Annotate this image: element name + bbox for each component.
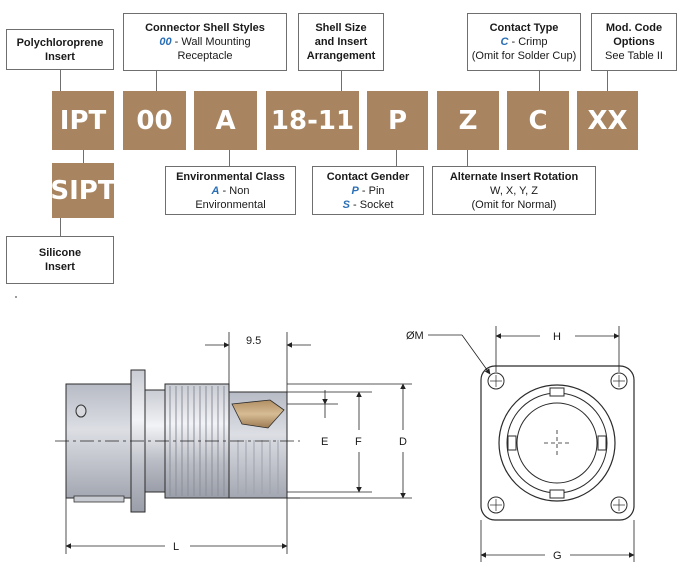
rotation-title: Alternate Insert Rotation (449, 170, 579, 183)
polychloroprene-line1: Polychloroprene (16, 36, 104, 49)
screw-head (75, 404, 87, 418)
dim-g: G (553, 550, 562, 562)
gender-socket: S - Socket (343, 198, 394, 212)
side-dimensions (65, 332, 412, 554)
silicone-line1: Silicone (38, 247, 82, 259)
dim-e: E (321, 436, 328, 448)
mod-code-line1: Mod. Code (605, 22, 663, 34)
environmental-desc2: Environmental (195, 198, 266, 211)
shell-styles-desc: 00 - Wall Mounting (159, 35, 250, 49)
silicone-label: Silicone Insert (6, 236, 114, 284)
front-view (480, 365, 635, 521)
mod-code-line2: Options (613, 36, 655, 48)
dim-f: F (355, 436, 362, 448)
connector-line (341, 70, 342, 91)
environmental-desc1: - Non (219, 184, 250, 197)
shell-size-line1: Shell Size (315, 22, 367, 34)
contact-type-desc-text: - Crimp (508, 36, 548, 48)
gender-desc-p: - Pin (358, 184, 385, 197)
connector-line (83, 150, 84, 163)
gender-label: Contact Gender P - Pin S - Socket (312, 166, 424, 215)
code-contact-type: C (507, 91, 569, 150)
contact-type-title: Contact Type (489, 22, 559, 34)
connector-line (539, 70, 540, 91)
gender-key-s: S (342, 198, 350, 211)
gender-pin: P - Pin (351, 184, 384, 198)
connector-line (60, 218, 61, 236)
connector-line (156, 70, 157, 91)
rear-body (65, 383, 141, 499)
code-size-arrangement: 18-11 (266, 91, 359, 150)
shell-styles-key: 00 (159, 36, 172, 48)
code-rotation: Z (437, 91, 499, 150)
rotation-values: W, X, Y, Z (490, 184, 538, 197)
contact-type-note: (Omit for Solder Cup) (471, 50, 577, 62)
code-mod: XX (577, 91, 638, 150)
code-shell-style: 00 (123, 91, 186, 150)
hole-crosshairs (490, 375, 625, 511)
code-ipt: IPT (52, 91, 114, 150)
bayonet-lugs (507, 387, 607, 499)
rear-tab (73, 495, 125, 503)
environmental-desc: A - Non (212, 184, 250, 198)
contact-type-key: C (500, 36, 509, 48)
separator-dot (15, 296, 17, 298)
connector-line (60, 70, 61, 91)
contact-type-label: Contact Type C - Crimp (Omit for Solder … (467, 13, 581, 71)
insert-circle (516, 402, 598, 484)
dim-h: H (553, 331, 561, 343)
code-sipt: SIPT (50, 163, 116, 218)
dim-m: ØM (406, 330, 424, 342)
shell-size-line3: Arrangement (306, 50, 376, 62)
contact-type-desc: C - Crimp (500, 35, 547, 49)
connector-line (229, 150, 230, 166)
bayonet-slot (231, 399, 285, 429)
shell-styles-label: Connector Shell Styles 00 - Wall Mountin… (123, 13, 287, 71)
shell-styles-desc2: Receptacle (177, 50, 233, 62)
polychloroprene-label: Polychloroprene Insert (6, 29, 114, 70)
dim-9-5: 9.5 (246, 335, 261, 347)
environmental-label: Environmental Class A - Non Environmenta… (165, 166, 296, 215)
shell-styles-title: Connector Shell Styles (145, 22, 265, 34)
gender-title: Contact Gender (326, 170, 410, 183)
code-environmental: A (194, 91, 257, 150)
connector-line (467, 150, 468, 166)
shell-size-line2: and Insert (314, 36, 368, 48)
front-dimensions (428, 326, 635, 562)
shell-size-label: Shell Size and Insert Arrangement (298, 13, 384, 71)
gender-key-p: P (351, 184, 359, 197)
mod-code-line3: See Table II (605, 50, 663, 62)
shell-styles-desc1: - Wall Mounting (171, 36, 251, 48)
dim-l: L (173, 541, 179, 553)
side-view (55, 369, 300, 513)
front-center-marks (544, 430, 570, 456)
code-gender: P (367, 91, 428, 150)
environmental-title: Environmental Class (176, 170, 285, 183)
rotation-label: Alternate Insert Rotation W, X, Y, Z (Om… (432, 166, 596, 215)
front-shell-lines (237, 440, 279, 494)
environmental-key: A (211, 184, 220, 197)
dim-d: D (399, 436, 407, 448)
silicone-line2: Insert (45, 261, 75, 273)
mod-code-label: Mod. Code Options See Table II (591, 13, 677, 71)
polychloroprene-line2: Insert (45, 50, 75, 63)
connector-line (396, 150, 397, 166)
rotation-note: (Omit for Normal) (471, 198, 557, 211)
connector-line (607, 70, 608, 91)
gender-desc-s: - Socket (349, 198, 394, 211)
